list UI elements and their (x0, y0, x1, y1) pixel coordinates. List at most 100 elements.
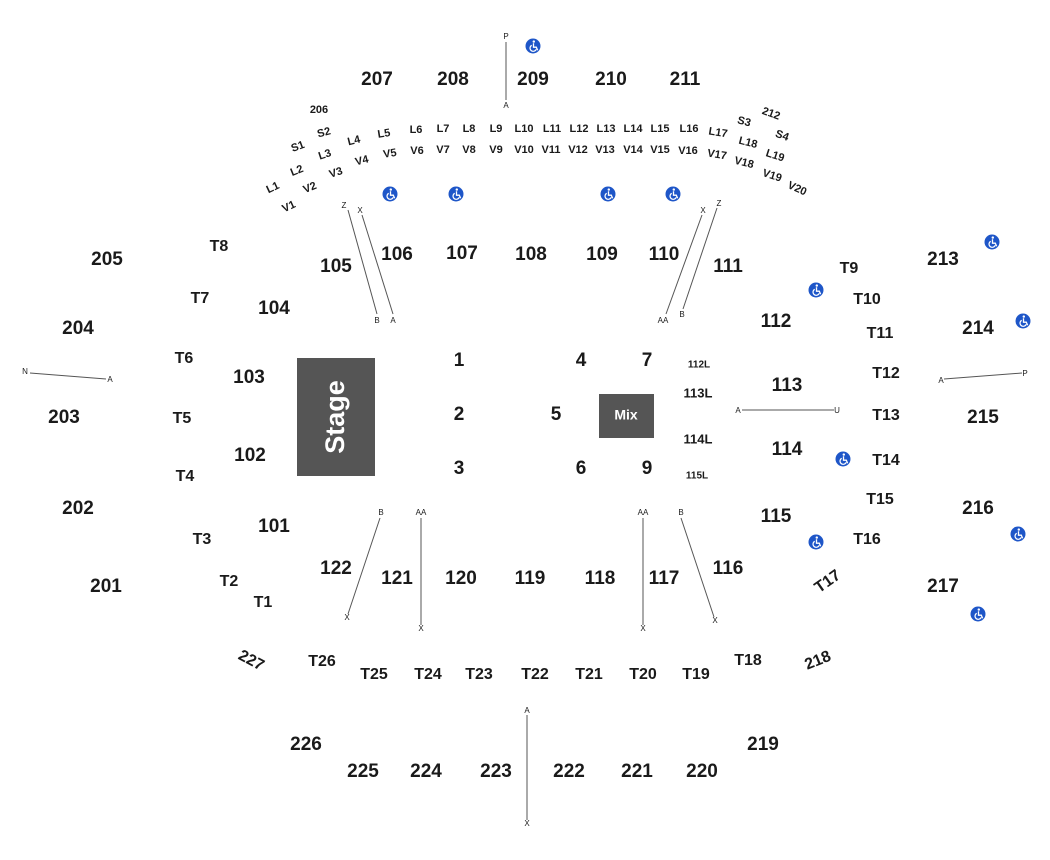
section-5[interactable]: 5 (551, 404, 562, 425)
section-107[interactable]: 107 (446, 243, 478, 264)
section-115[interactable]: 115 (761, 506, 792, 527)
section-T24[interactable]: T24 (414, 666, 442, 683)
section-L9[interactable]: L9 (490, 123, 503, 135)
section-106[interactable]: 106 (381, 244, 413, 265)
section-225[interactable]: 225 (347, 761, 379, 782)
section-112L[interactable]: 112L (688, 360, 710, 371)
section-109[interactable]: 109 (586, 244, 618, 265)
section-116[interactable]: 116 (713, 558, 744, 579)
section-4[interactable]: 4 (576, 350, 587, 371)
section-T22[interactable]: T22 (521, 666, 549, 683)
section-T12[interactable]: T12 (872, 365, 900, 382)
section-T19[interactable]: T19 (682, 666, 710, 683)
section-T2[interactable]: T2 (220, 573, 239, 590)
section-118[interactable]: 118 (585, 568, 616, 589)
section-226[interactable]: 226 (290, 734, 322, 755)
section-6[interactable]: 6 (576, 458, 587, 479)
section-L15[interactable]: L15 (651, 123, 670, 135)
section-113[interactable]: 113 (772, 375, 803, 396)
section-T4[interactable]: T4 (176, 468, 195, 485)
section-207[interactable]: 207 (361, 69, 393, 90)
section-V4[interactable]: V4 (354, 153, 371, 168)
section-L8[interactable]: L8 (463, 123, 476, 135)
section-210[interactable]: 210 (595, 69, 627, 90)
section-104[interactable]: 104 (258, 298, 290, 319)
section-V9[interactable]: V9 (489, 144, 502, 156)
section-L1[interactable]: L1 (265, 180, 282, 196)
section-117[interactable]: 117 (649, 568, 680, 589)
section-S3[interactable]: S3 (736, 114, 752, 129)
section-V8[interactable]: V8 (462, 144, 475, 156)
section-L5[interactable]: L5 (377, 127, 392, 141)
section-V7[interactable]: V7 (436, 144, 449, 156)
section-V20[interactable]: V20 (786, 179, 809, 198)
section-V3[interactable]: V3 (328, 165, 345, 181)
section-206[interactable]: 206 (310, 104, 328, 116)
section-T16[interactable]: T16 (853, 531, 881, 548)
section-120[interactable]: 120 (445, 568, 477, 589)
section-110[interactable]: 110 (649, 244, 680, 265)
section-217[interactable]: 217 (927, 576, 959, 597)
section-111[interactable]: 111 (713, 256, 743, 277)
section-T9[interactable]: T9 (840, 260, 859, 277)
section-L18[interactable]: L18 (737, 135, 758, 151)
section-103[interactable]: 103 (233, 367, 265, 388)
section-V12[interactable]: V12 (568, 144, 588, 156)
section-T1[interactable]: T1 (254, 594, 273, 611)
section-222[interactable]: 222 (553, 761, 585, 782)
section-T8[interactable]: T8 (210, 238, 229, 255)
section-T21[interactable]: T21 (575, 666, 603, 683)
section-V18[interactable]: V18 (733, 155, 755, 171)
section-114L[interactable]: 114L (684, 431, 713, 446)
section-105[interactable]: 105 (320, 256, 352, 277)
section-108[interactable]: 108 (515, 244, 547, 265)
section-V1[interactable]: V1 (280, 199, 297, 216)
section-113L[interactable]: 113L (684, 385, 713, 400)
section-115L[interactable]: 115L (686, 471, 708, 482)
section-T11[interactable]: T11 (867, 325, 894, 342)
section-L17[interactable]: L17 (708, 125, 729, 140)
section-112[interactable]: 112 (761, 311, 792, 332)
section-202[interactable]: 202 (62, 498, 94, 519)
section-7[interactable]: 7 (642, 350, 653, 371)
section-122[interactable]: 122 (320, 558, 352, 579)
section-L16[interactable]: L16 (680, 123, 699, 135)
section-S2[interactable]: S2 (316, 125, 332, 140)
section-201[interactable]: 201 (90, 576, 122, 597)
section-T3[interactable]: T3 (193, 531, 212, 548)
section-L6[interactable]: L6 (410, 124, 423, 136)
section-218[interactable]: 218 (802, 648, 833, 674)
section-121[interactable]: 121 (381, 568, 413, 589)
section-T5[interactable]: T5 (173, 410, 192, 427)
section-S4[interactable]: S4 (774, 128, 792, 144)
section-102[interactable]: 102 (234, 445, 266, 466)
section-T15[interactable]: T15 (866, 491, 894, 508)
section-T10[interactable]: T10 (853, 291, 881, 308)
section-219[interactable]: 219 (747, 734, 779, 755)
section-101[interactable]: 101 (258, 516, 290, 537)
section-212[interactable]: 212 (760, 105, 781, 123)
section-V17[interactable]: V17 (706, 147, 727, 162)
section-T17[interactable]: T17 (812, 567, 844, 597)
section-3[interactable]: 3 (454, 458, 465, 479)
section-T18[interactable]: T18 (734, 652, 762, 669)
section-L12[interactable]: L12 (570, 123, 589, 135)
section-215[interactable]: 215 (967, 407, 999, 428)
section-213[interactable]: 213 (927, 249, 959, 270)
section-T26[interactable]: T26 (308, 653, 336, 670)
section-L2[interactable]: L2 (289, 163, 305, 179)
section-208[interactable]: 208 (437, 69, 469, 90)
section-L13[interactable]: L13 (597, 123, 616, 135)
section-2[interactable]: 2 (454, 404, 465, 425)
section-221[interactable]: 221 (621, 761, 653, 782)
section-9[interactable]: 9 (642, 458, 653, 479)
section-L7[interactable]: L7 (437, 123, 450, 135)
section-203[interactable]: 203 (48, 407, 80, 428)
section-L19[interactable]: L19 (764, 147, 786, 164)
section-V2[interactable]: V2 (301, 180, 318, 196)
section-L14[interactable]: L14 (624, 123, 644, 135)
section-119[interactable]: 119 (515, 568, 546, 589)
section-L11[interactable]: L11 (543, 123, 561, 135)
section-V14[interactable]: V14 (623, 144, 643, 156)
section-223[interactable]: 223 (480, 761, 512, 782)
